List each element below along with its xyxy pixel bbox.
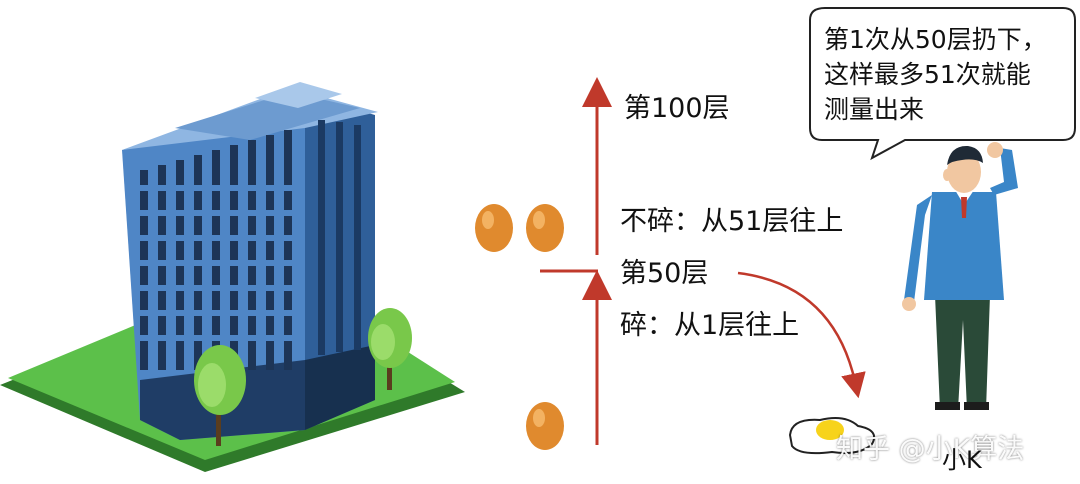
speech-line-2: 这样最多51次就能 — [824, 60, 1031, 89]
egg-upper-right — [526, 204, 564, 252]
watermark: 知乎 @小K算法 — [836, 434, 1025, 465]
label-broken: 碎：从1层往上 — [620, 310, 800, 341]
egg-upper-left — [475, 204, 513, 252]
label-not-broken: 不碎：从51层往上 — [620, 206, 844, 237]
tree-left — [194, 345, 246, 446]
arrow-curve-drop — [737, 271, 866, 399]
speech-line-3: 测量出来 — [824, 95, 925, 124]
office-building — [122, 82, 378, 440]
broken-egg — [788, 417, 876, 455]
person-name: 小K — [942, 446, 982, 474]
tree-right — [368, 308, 412, 390]
person-figure — [902, 142, 1018, 410]
label-floor-50: 第50层 — [620, 258, 709, 289]
speech-bubble-text: 第1次从50层扔下， 这样最多51次就能 测量出来 — [824, 22, 1074, 127]
speech-line-1: 第1次从50层扔下， — [824, 25, 1047, 54]
egg-lower — [526, 402, 564, 450]
speech-bubble — [809, 7, 1076, 161]
label-floor-100: 第100层 — [624, 93, 730, 124]
